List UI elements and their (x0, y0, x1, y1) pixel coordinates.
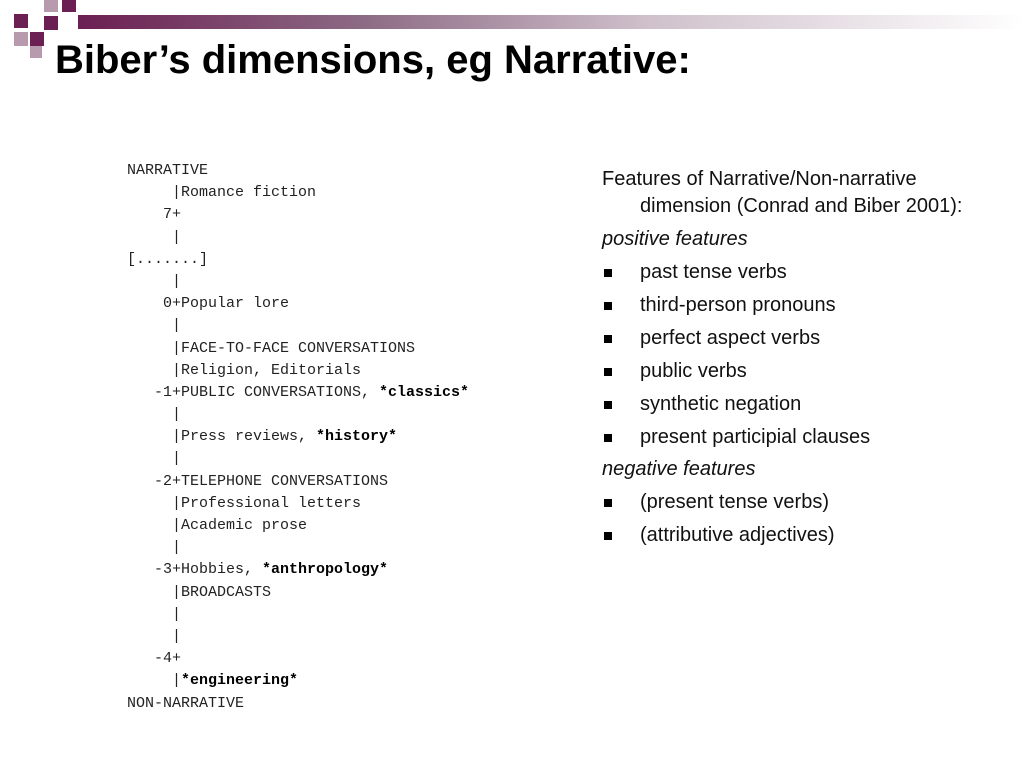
feature-item: public verbs (602, 359, 1002, 384)
feature-label: (present tense verbs) (640, 491, 829, 513)
scale-line: NON-NARRATIVE (127, 693, 469, 715)
positive-features-list: past tense verbs third-person pronouns per… (602, 260, 1002, 450)
feature-label: third-person pronouns (640, 294, 836, 316)
feature-label: present participial clauses (640, 426, 871, 448)
feature-item: perfect aspect verbs (602, 326, 1002, 351)
square-bullet-icon (604, 335, 612, 343)
feature-label: (attributive adjectives) (640, 524, 835, 546)
scale-text: | (127, 317, 182, 335)
scale-line: 7+ (127, 204, 469, 226)
scale-line: |BROADCASTS (127, 582, 469, 604)
features-panel: Features of Narrative/Non-narrative dime… (602, 166, 1002, 548)
scale-text: | (127, 406, 182, 424)
scale-text: [.......] (127, 250, 209, 268)
scale-text: | (127, 272, 182, 290)
scale-line: 0+Popular lore (127, 293, 469, 315)
decor-square (14, 14, 28, 28)
scale-line: -2+TELEPHONE CONVERSATIONS (127, 471, 469, 493)
scale-text: -3+Hobbies, (127, 561, 263, 579)
feature-item: (present tense verbs) (602, 490, 1002, 515)
positive-features-heading: positive features (602, 228, 748, 250)
square-bullet-icon (604, 434, 612, 442)
scale-line: |Romance fiction (127, 182, 469, 204)
scale-line: | (127, 227, 469, 249)
scale-text: -4+ (127, 650, 182, 668)
scale-line: -1+PUBLIC CONVERSATIONS, *classics* (127, 382, 469, 404)
features-intro: Features of Narrative/Non-narrative dime… (602, 168, 963, 217)
scale-line: |Professional letters (127, 493, 469, 515)
slide-title: Biber’s dimensions, eg Narrative: (55, 38, 691, 82)
decor-square (44, 0, 58, 12)
scale-text: |BROADCASTS (127, 583, 272, 601)
scale-text: |Professional letters (127, 494, 362, 512)
scale-highlight: *history* (316, 428, 398, 446)
scale-text: |FACE-TO-FACE CONVERSATIONS (127, 339, 416, 357)
square-bullet-icon (604, 302, 612, 310)
scale-text: 0+Popular lore (127, 295, 290, 313)
feature-label: perfect aspect verbs (640, 327, 821, 349)
scale-text: 7+ (127, 206, 182, 224)
scale-text: | (127, 539, 182, 557)
negative-features-list: (present tense verbs) (attributive adject… (602, 490, 1002, 548)
feature-item: synthetic negation (602, 392, 1002, 417)
header-gradient-bar (78, 15, 1024, 29)
scale-line: NARRATIVE (127, 160, 469, 182)
scale-line: | (127, 604, 469, 626)
square-bullet-icon (604, 499, 612, 507)
scale-line: | (127, 404, 469, 426)
feature-label: public verbs (640, 360, 747, 382)
scale-highlight: *anthropology* (262, 561, 389, 579)
scale-text: |Religion, Editorials (127, 361, 362, 379)
decor-square (30, 32, 44, 46)
feature-item: (attributive adjectives) (602, 523, 1002, 548)
scale-line: | (127, 315, 469, 337)
scale-text: | (127, 228, 182, 246)
scale-highlight: *engineering* (181, 672, 299, 690)
square-bullet-icon (604, 401, 612, 409)
scale-text: NARRATIVE (127, 162, 209, 179)
feature-label: synthetic negation (640, 393, 802, 415)
scale-line: |Religion, Editorials (127, 360, 469, 382)
decor-square (62, 0, 76, 12)
scale-text: | (127, 672, 182, 690)
scale-line: |FACE-TO-FACE CONVERSATIONS (127, 338, 469, 360)
scale-line: | (127, 626, 469, 648)
feature-item: third-person pronouns (602, 293, 1002, 318)
scale-text: | (127, 450, 182, 468)
negative-features-heading: negative features (602, 458, 756, 480)
decor-square (44, 16, 58, 30)
scale-text: |Press reviews, (127, 428, 317, 446)
scale-line: |Academic prose (127, 515, 469, 537)
scale-text: -2+TELEPHONE CONVERSATIONS (127, 472, 389, 490)
scale-line: |*engineering* (127, 670, 469, 692)
scale-line: |Press reviews, *history* (127, 426, 469, 448)
feature-label: past tense verbs (640, 261, 787, 283)
feature-item: past tense verbs (602, 260, 1002, 285)
square-bullet-icon (604, 368, 612, 376)
scale-line: -4+ (127, 648, 469, 670)
scale-text: |Romance fiction (127, 184, 317, 202)
decor-square (30, 46, 42, 58)
scale-line: -3+Hobbies, *anthropology* (127, 559, 469, 581)
feature-item: present participial clauses (602, 425, 1002, 450)
narrative-scale: NARRATIVE |Romance fiction 7+ | [.......]… (127, 160, 469, 715)
square-bullet-icon (604, 269, 612, 277)
scale-text: NON-NARRATIVE (127, 694, 245, 712)
scale-highlight: *classics* (379, 383, 470, 401)
scale-line: [.......] (127, 249, 469, 271)
decor-square (14, 32, 28, 46)
square-bullet-icon (604, 532, 612, 540)
scale-line: | (127, 448, 469, 470)
scale-text: | (127, 627, 182, 645)
scale-text: -1+PUBLIC CONVERSATIONS, (127, 383, 380, 401)
scale-text: |Academic prose (127, 517, 308, 534)
scale-text: | (127, 605, 182, 623)
scale-line: | (127, 271, 469, 293)
scale-line: | (127, 537, 469, 559)
